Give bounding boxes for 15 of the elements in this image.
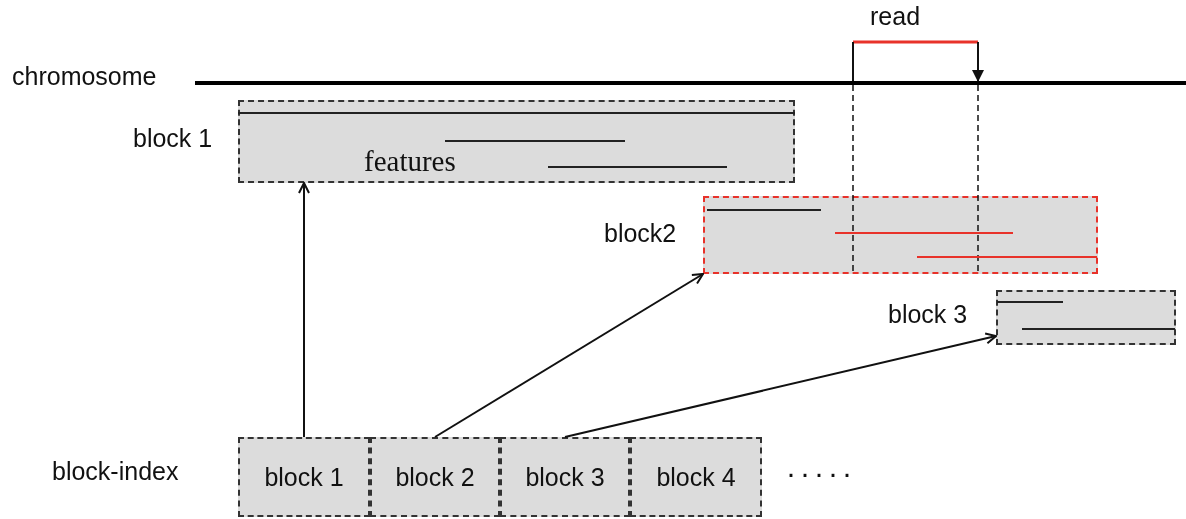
block-label: block 1 xyxy=(133,126,213,151)
arrow xyxy=(434,273,704,438)
index-cell: block 2 xyxy=(370,437,500,517)
read-label: read xyxy=(870,4,921,29)
index-label: block-index xyxy=(52,459,179,484)
features-label: features xyxy=(364,147,456,176)
index-cell: block 3 xyxy=(500,437,630,517)
ellipsis: ····· xyxy=(786,458,856,488)
arrow xyxy=(564,332,997,438)
index-cell: block 1 xyxy=(238,437,370,517)
arrow xyxy=(298,182,310,438)
block-label: block2 xyxy=(604,221,677,246)
chromosome-label: chromosome xyxy=(12,64,157,89)
index-cell: block 4 xyxy=(630,437,762,517)
block-label: block 3 xyxy=(888,302,968,327)
